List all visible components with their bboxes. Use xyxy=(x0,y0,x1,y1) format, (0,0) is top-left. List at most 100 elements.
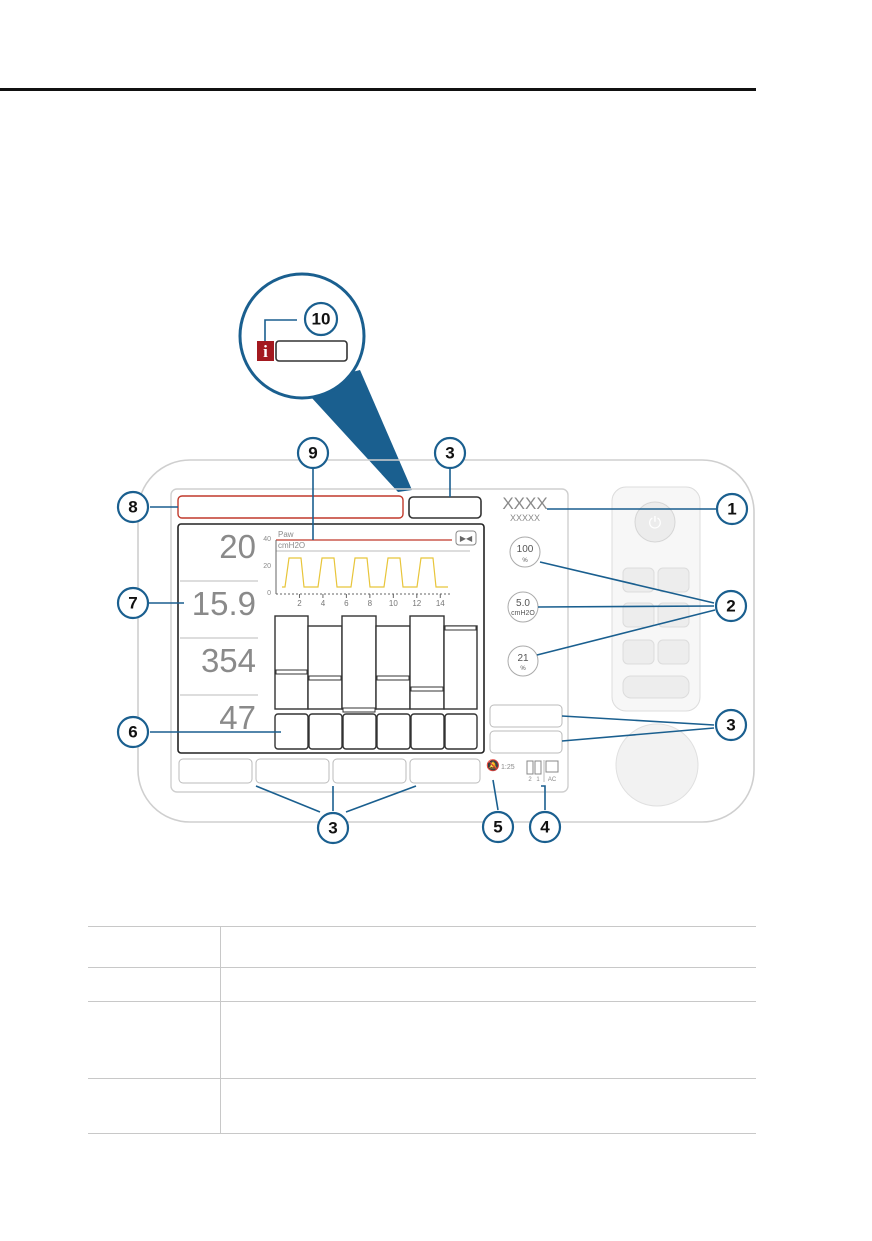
svg-text:5: 5 xyxy=(493,818,502,837)
callout-3-leader xyxy=(561,715,715,726)
bar-cell-6 xyxy=(443,625,478,710)
x-tick-label: 2 xyxy=(297,599,302,608)
panel-key-4 xyxy=(657,602,690,628)
battery-1-icon xyxy=(534,760,542,775)
param-third xyxy=(507,645,539,677)
panel-key-6 xyxy=(657,639,690,665)
legend-key-cell xyxy=(88,967,221,1002)
ventilator-display-diagram: i ⏻ XXXX XXXXX 20 15.9 354 47 Paw cmH2O … xyxy=(116,272,755,845)
legend-table xyxy=(88,926,756,1134)
callout-10: 10 xyxy=(303,301,339,337)
mode-subtitle: XXXXX xyxy=(510,513,540,523)
top-rule xyxy=(0,88,756,91)
callout-8: 8 xyxy=(116,490,150,524)
legend-value-cell xyxy=(220,967,756,1002)
bar-marker xyxy=(342,707,376,713)
svg-text:2: 2 xyxy=(726,597,735,616)
bar-marker xyxy=(444,625,477,631)
bottom-tab-2 xyxy=(255,758,330,784)
svg-text:3: 3 xyxy=(445,444,454,463)
ac-label: AC xyxy=(548,777,557,783)
callout-1: 1 xyxy=(715,492,749,526)
svg-text:3: 3 xyxy=(328,819,337,838)
magnifier-funnel xyxy=(300,370,412,492)
alarm-silence-time: 1:25 xyxy=(501,764,515,771)
control-cell xyxy=(342,713,377,750)
alarm-message-bar xyxy=(177,495,404,519)
callout-6: 6 xyxy=(116,715,150,749)
bar-marker xyxy=(410,686,444,692)
panel-key-2 xyxy=(657,567,690,593)
callout-10-leader xyxy=(264,319,297,341)
param-peep-value: 5.0 xyxy=(516,598,530,609)
screen-bezel xyxy=(170,488,569,793)
svg-text:4: 4 xyxy=(540,818,550,837)
y-tick-20: 20 xyxy=(263,563,271,570)
bar-marker xyxy=(275,669,308,675)
svg-text:10: 10 xyxy=(312,310,331,329)
callout-5: 5 xyxy=(481,810,515,844)
x-tick-label: 14 xyxy=(436,599,445,608)
legend-value-cell xyxy=(220,1001,756,1079)
control-cell xyxy=(444,713,478,750)
legend-key-cell xyxy=(88,1078,221,1134)
legend-key-cell xyxy=(88,926,221,968)
param-oxygen-value: 100 xyxy=(517,544,534,555)
side-button-2 xyxy=(489,730,563,754)
control-cell xyxy=(308,713,343,750)
side-button-1 xyxy=(489,704,563,728)
power-icon: ⏻ xyxy=(649,513,662,532)
monitor-value-1: 20 xyxy=(219,528,256,565)
callout-3-right: 3 xyxy=(714,708,748,742)
callout-3-top: 3 xyxy=(433,436,467,470)
panel-key-3 xyxy=(622,602,655,628)
panel-key-1 xyxy=(622,567,655,593)
x-tick-label: 4 xyxy=(321,599,326,608)
waveform-label: Paw xyxy=(278,530,294,539)
freeze-button xyxy=(455,530,477,546)
control-cell xyxy=(376,713,411,750)
legend-row xyxy=(88,1001,756,1079)
bar-marker xyxy=(376,675,410,681)
callout-3-leader xyxy=(561,727,715,742)
param-oxygen xyxy=(509,536,541,568)
svg-text:9: 9 xyxy=(308,444,317,463)
callout-2-leader xyxy=(539,561,715,604)
bar-cell-4 xyxy=(375,625,411,710)
y-tick-0: 0 xyxy=(267,590,271,597)
callout-3-bottom: 3 xyxy=(316,811,350,845)
freeze-icon: ▶◀ xyxy=(460,534,473,543)
callout-7: 7 xyxy=(116,586,150,620)
monitor-value-4: 47 xyxy=(219,699,256,736)
legend-row xyxy=(88,926,756,968)
legend-row xyxy=(88,1078,756,1134)
bottom-tab-1 xyxy=(178,758,253,784)
control-knob xyxy=(615,723,699,807)
svg-text:6: 6 xyxy=(128,723,137,742)
callout-5-leader xyxy=(492,779,499,811)
battery-1-label: 1 xyxy=(536,777,540,783)
callout-3-leader xyxy=(255,785,321,813)
callout-2: 2 xyxy=(714,589,748,623)
svg-text:7: 7 xyxy=(128,594,137,613)
x-tick-label: 6 xyxy=(344,599,349,608)
mains-plug-icon xyxy=(545,760,559,773)
x-tick-label: 10 xyxy=(389,599,398,608)
bar-cell-1 xyxy=(274,615,309,710)
zoomed-button xyxy=(275,340,348,362)
svg-text:3: 3 xyxy=(726,716,735,735)
callout-3-leader xyxy=(345,785,417,813)
info-icon-glyph: i xyxy=(263,342,268,361)
legend-key-cell xyxy=(88,1001,221,1079)
monitor-value-3: 354 xyxy=(201,642,256,679)
pressure-waveform xyxy=(282,557,448,588)
svg-text:8: 8 xyxy=(128,498,137,517)
svg-text:1: 1 xyxy=(727,500,736,519)
mode-name: XXXX xyxy=(502,494,547,513)
legend-value-cell xyxy=(220,1078,756,1134)
magnifier-circle xyxy=(238,272,366,400)
param-peep-unit: cmH2O xyxy=(511,610,535,617)
info-icon xyxy=(257,341,274,361)
bottom-tab-4 xyxy=(409,758,481,784)
